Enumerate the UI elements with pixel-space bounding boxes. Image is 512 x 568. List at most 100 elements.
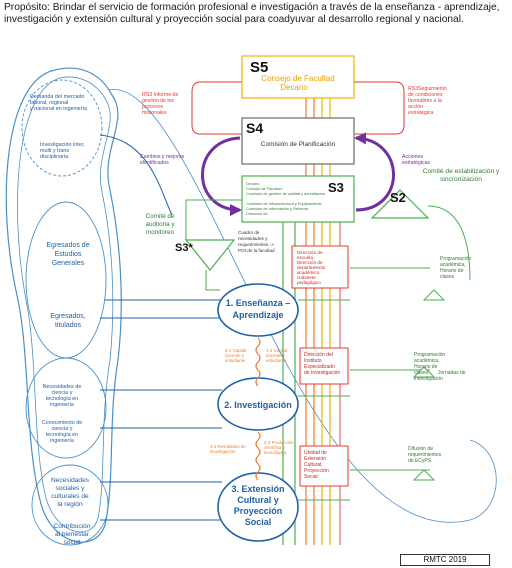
s3-line-4: Comisión de Infraestructura y Equipamien… <box>246 201 322 206</box>
loop-s5-s4-right <box>354 81 405 135</box>
s2-green-loop <box>427 205 471 281</box>
mgmt-1-1: Dirección de <box>297 250 323 255</box>
purpose-statement: Propósito: Brindar el servicio de formac… <box>4 2 500 25</box>
env-egresados-gen-1: Egresados de <box>46 242 89 249</box>
r1-2: académica, <box>440 262 466 268</box>
s3-star-label-2: auditoria y <box>145 221 175 228</box>
mgmt-box-1 <box>291 245 349 289</box>
rs3-right-2: Seguimiento <box>418 86 447 92</box>
mgmt-3-3: Cultural, <box>304 462 323 468</box>
r3-3: de ECyPS <box>408 458 432 464</box>
env-conoc-3: tecnología en <box>46 432 78 438</box>
env-conoc-1: Conocimiento de <box>42 420 82 426</box>
s3-line-6: Dirección de <box>246 211 268 216</box>
env-conoc-2: ciencia y <box>52 426 73 432</box>
l2-right-3: tecnológica <box>264 450 287 455</box>
mgmt-3-2: Extensión <box>304 456 326 462</box>
rs3-left-2: gestión de los <box>142 98 174 104</box>
env-inter-1: Investigación inter, <box>40 142 85 148</box>
env-inter-3: disciplinaria <box>40 154 68 160</box>
env-demand-3: y nacional en ingeniería <box>30 106 87 112</box>
env-demand-1: Demanda del mercado <box>30 94 85 100</box>
s3-line-1: Decano <box>246 181 259 186</box>
s3-box <box>241 175 355 223</box>
env-region-ciencia <box>25 357 107 459</box>
l1-left-3: estudiante <box>225 358 246 363</box>
l2-right-1: 2-3 Producción <box>264 440 294 445</box>
env-region-demand <box>21 79 103 177</box>
env-nec-ciencia-4: ingeniería <box>50 402 74 408</box>
env-egresados-gen-2: Estudios <box>55 251 82 258</box>
s2-id: S2 <box>390 190 406 205</box>
mgmt-1-6: Gabinete <box>297 275 316 280</box>
mgmt-3-4: Proyección <box>304 468 329 474</box>
op3-label-4: Social <box>245 517 272 527</box>
env-titulados-1: Egresados, <box>50 313 85 320</box>
env-sociales-4: la región <box>57 501 83 508</box>
env-conoc-4: ingeniería <box>50 438 74 444</box>
env-titulados-2: titulados <box>55 322 82 329</box>
mgmt-2-3: Especializado <box>304 364 335 370</box>
r2-5: Jornadas de <box>438 370 466 376</box>
mgmt-1-2: escuela, <box>297 255 314 260</box>
cuadro-2: necesidades y <box>238 236 268 241</box>
r2-2: académica, <box>414 358 440 364</box>
l2-left-1: 3-2 Resultados de <box>210 444 246 449</box>
mgmt-2-1: Dirección del <box>304 352 333 358</box>
right-triangle-2 <box>412 366 436 378</box>
env-region-egresados <box>25 201 107 359</box>
right-triangle-1 <box>422 289 446 301</box>
rs3-left-1: RS3 Informe de <box>142 92 178 98</box>
s3-star-label-1: Comité de <box>146 213 175 220</box>
l1-left-2: docente y <box>225 353 245 358</box>
env-sociales-3: culturales de <box>51 493 89 500</box>
acciones-2: estratégicas <box>402 160 430 166</box>
mgmt-1-4: departamento <box>297 265 326 270</box>
rs3-left-4: misionales <box>142 110 167 116</box>
mgmt-1-5: académico, <box>297 270 321 275</box>
l1-right-2: docente y <box>266 353 286 358</box>
rs3-right-6: estratégica <box>408 110 433 116</box>
op1-label-2: Aprendizaje <box>232 310 283 320</box>
env-region-sociales <box>31 464 109 546</box>
acciones-1: Acciones <box>402 154 423 160</box>
l1-left-1: 2-1 Capital <box>225 348 246 353</box>
s3-line-2: Consejo de Facultad <box>246 186 282 191</box>
mgmt-3-5: Social <box>304 474 318 480</box>
s3-star-triangle <box>184 239 236 271</box>
s3-line-3: Comisión de gestión de calidad y acredit… <box>246 191 325 196</box>
rs3-right-3: de condiciones <box>408 92 443 98</box>
cuadro-1: Cuadro de <box>238 230 260 235</box>
s5-box <box>241 55 355 99</box>
s3-line-5: Comisión de Información y Reforma <box>246 206 309 211</box>
cuadro-3: requerimientos -> <box>238 242 274 247</box>
s4-label: Comisión de Planificación <box>261 141 336 148</box>
env-contrib-1: Contribución <box>53 523 90 530</box>
s5-id: S5 <box>250 59 268 76</box>
env-contrib-2: al bienestar <box>55 531 90 538</box>
env-sociales-1: Necesidades <box>51 477 90 484</box>
op3-ellipse <box>217 472 299 542</box>
r2-3: Horario de <box>414 364 438 370</box>
mgmt-box-2 <box>299 347 349 385</box>
s4-id: S4 <box>246 120 263 136</box>
rs3-right-4: favorables a la <box>408 98 442 104</box>
s4-box <box>241 117 355 165</box>
mgmt-2-4: de <box>304 370 310 376</box>
s3-star-connector <box>185 199 242 240</box>
env-outer-loop <box>107 89 497 523</box>
mgmt-1-7: pedagógico <box>297 280 321 285</box>
mgmt-2-5: Investigación <box>311 370 340 376</box>
rs3-left-3: procesos <box>142 104 163 110</box>
wave-op2-op3 <box>255 431 261 481</box>
r1-3: Horario de <box>440 268 464 274</box>
right-triangle-3 <box>412 469 436 481</box>
s5-label-1: Consejo de Facultad <box>261 74 334 83</box>
env-inter-2: multi y trans <box>40 148 69 154</box>
op2-label: 2. Investigación <box>224 400 292 410</box>
env-nec-ciencia-1: Necesidades de <box>43 384 82 390</box>
loop-s5-s4-left <box>191 81 242 135</box>
r2-6: investigación <box>414 376 443 382</box>
r3-2: requerimientos <box>408 452 442 458</box>
mgmt-2-2: Instituto <box>304 358 322 364</box>
